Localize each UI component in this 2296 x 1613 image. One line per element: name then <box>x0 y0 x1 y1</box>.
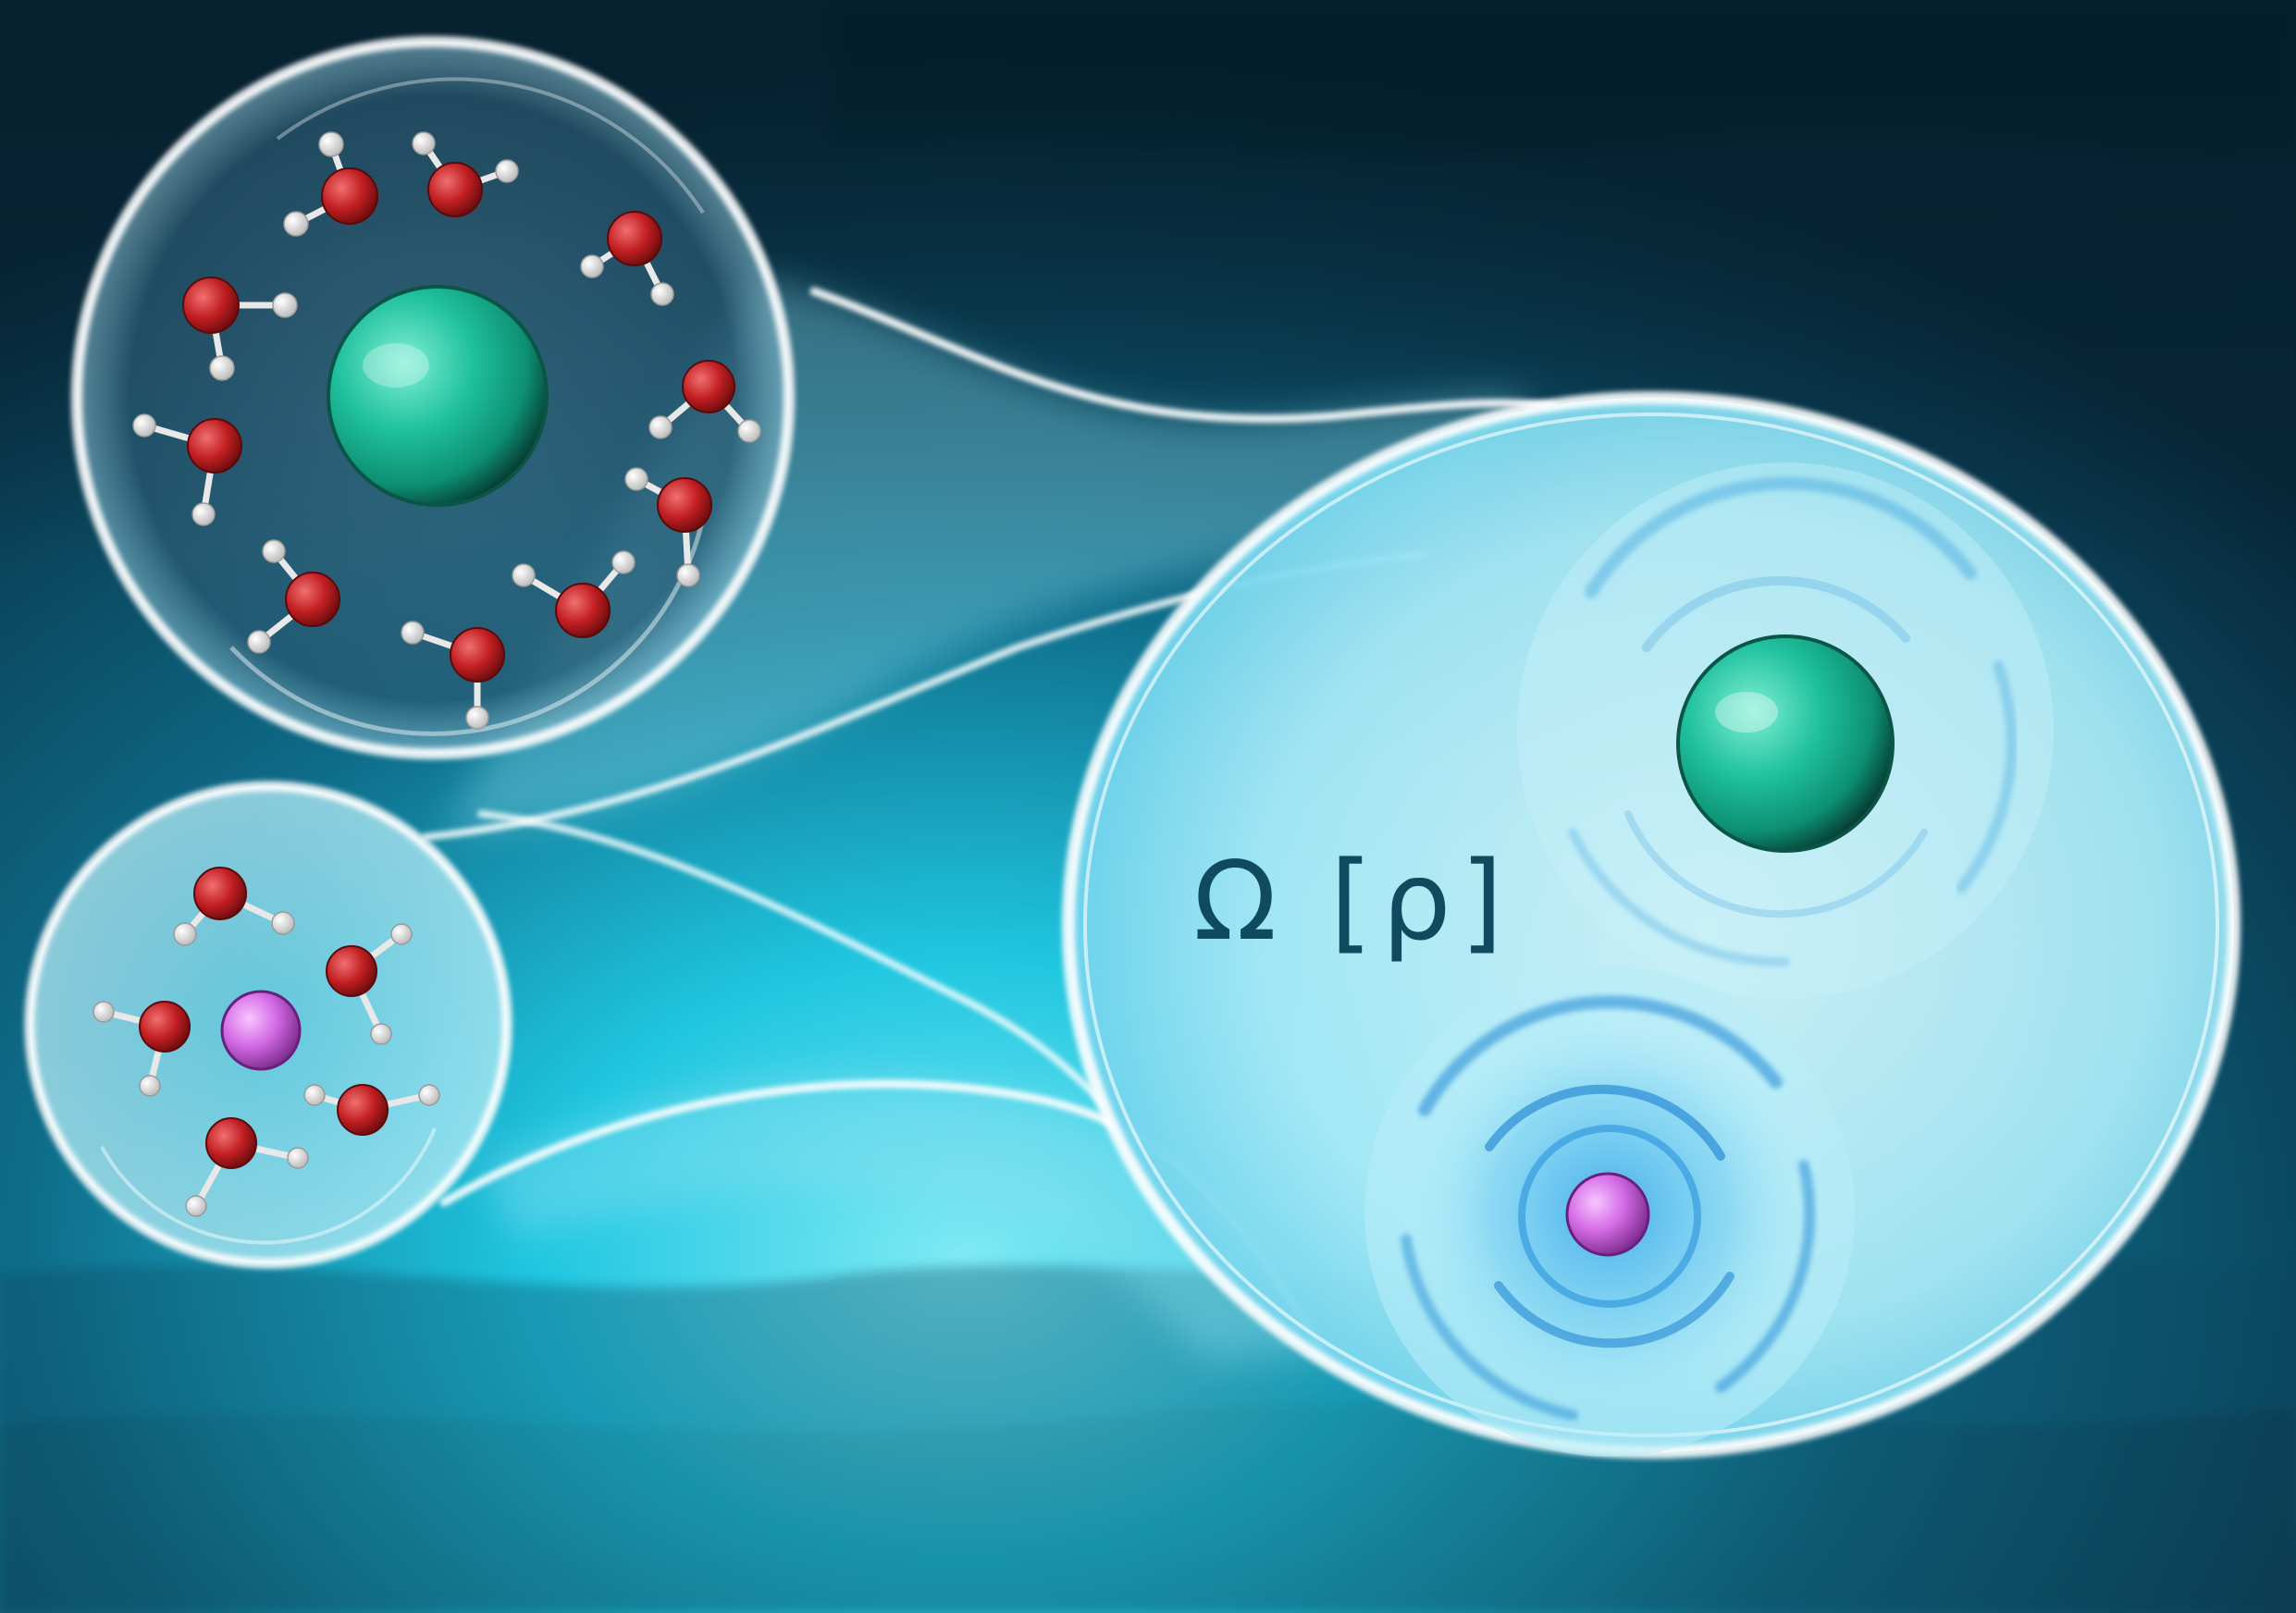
water-molecule-icon <box>283 131 378 237</box>
hydrogen-atom <box>318 131 344 157</box>
hydrogen-atom <box>648 415 673 439</box>
hydrogen-atom <box>272 292 298 318</box>
water-molecule-icon <box>93 1001 191 1097</box>
hydrogen-atom <box>611 550 636 574</box>
water-molecule-icon <box>401 621 505 730</box>
oxygen-atom <box>193 867 247 920</box>
small-ion-sphere-icon <box>220 990 302 1071</box>
hydrogen-atom <box>191 502 216 526</box>
hydrogen-atom <box>495 159 519 183</box>
hydrogen-atom <box>580 254 604 278</box>
oxygen-atom <box>337 1084 389 1136</box>
oxygen-atom <box>326 945 377 997</box>
hydrogen-atom <box>412 131 436 155</box>
water-molecule-icon <box>580 211 674 306</box>
hydrogen-atom <box>262 539 286 563</box>
water-molecule-icon <box>326 923 413 1045</box>
oxygen-atom <box>182 277 240 334</box>
water-molecule-icon <box>412 131 519 217</box>
hydrogen-atom <box>390 923 413 945</box>
large-ion-sphere-icon <box>327 285 549 507</box>
oxygen-atom <box>657 477 712 533</box>
oxygen-atom <box>450 627 505 683</box>
hydrogen-atom <box>209 355 235 381</box>
hydrogen-atom <box>650 282 674 306</box>
hydrogen-atom <box>132 413 156 437</box>
hydrogen-atom <box>283 211 309 237</box>
oxygen-atom <box>139 1001 191 1053</box>
oxygen-atom <box>427 162 483 217</box>
large-ion-sphere-icon <box>1676 634 1895 853</box>
hydrogen-atom <box>737 419 761 443</box>
water-molecule-icon <box>185 1117 309 1217</box>
hydrogen-atom <box>303 1084 326 1106</box>
water-molecule-icon <box>182 277 298 381</box>
oxygen-atom <box>285 572 340 627</box>
water-molecule-icon <box>624 467 712 587</box>
hydrogen-atom <box>465 706 489 730</box>
water-molecule-icon <box>173 867 295 946</box>
water-molecule-icon <box>247 539 340 654</box>
water-molecules <box>93 131 761 1217</box>
hydrogen-atom <box>173 922 197 946</box>
hydrogen-atom <box>370 1023 392 1045</box>
oxygen-atom <box>205 1117 257 1169</box>
oxygen-atom <box>607 211 662 266</box>
water-molecule-icon <box>132 413 242 526</box>
hydrogen-atom <box>624 467 648 491</box>
hydrogen-atom <box>418 1084 440 1106</box>
oxygen-atom <box>682 360 735 413</box>
water-molecule-icon <box>303 1084 440 1136</box>
oxygen-atom <box>555 583 611 638</box>
hydrogen-atom <box>93 1001 115 1023</box>
grand-potential-formula: Ω [ρ] <box>1193 837 1512 965</box>
water-molecule-icon <box>512 550 636 638</box>
hydrogen-atom <box>271 911 295 935</box>
hydrogen-atom <box>247 630 271 654</box>
combined-density-bubble <box>1062 391 2240 1459</box>
oxygen-atom <box>187 418 242 474</box>
hydrogen-atom <box>287 1147 309 1169</box>
hydrogen-atom <box>512 563 536 587</box>
small-ion-solvation-bubble <box>24 781 512 1269</box>
oxygen-atom <box>321 167 378 225</box>
small-ion-sphere-icon <box>1565 1172 1650 1257</box>
water-molecule-icon <box>648 360 761 443</box>
hydrogen-atom <box>676 563 700 587</box>
hydrogen-atom <box>185 1195 207 1217</box>
hydrogen-atom <box>401 621 425 645</box>
hydrogen-atom <box>139 1075 161 1097</box>
